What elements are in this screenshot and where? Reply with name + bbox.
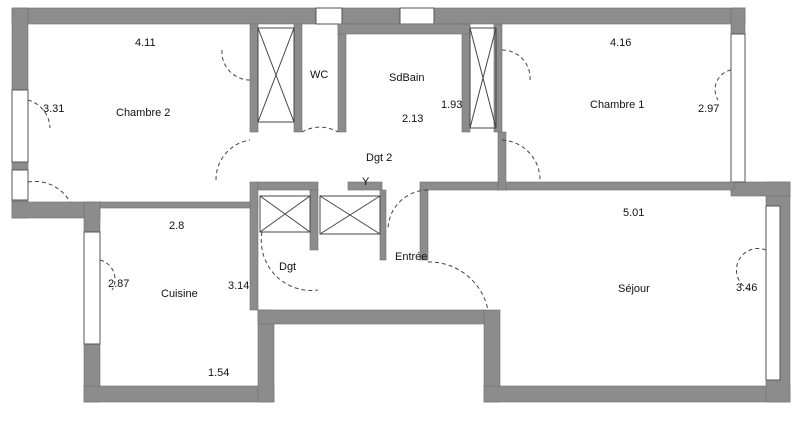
windows [11, 7, 781, 381]
door-swings [27, 49, 767, 311]
sejour-label: Séjour [618, 283, 650, 295]
sejour-width: 5.01 [623, 207, 644, 219]
chambre1-label: Chambre 1 [590, 99, 644, 111]
interior-walls [99, 23, 735, 311]
cuisine-bottom: 1.54 [208, 367, 229, 379]
sdbain-width: 1.93 [441, 99, 462, 111]
dgt2-label: Dgt 2 [366, 152, 392, 164]
cuisine-label: Cuisine [161, 288, 198, 300]
sdbain-label: SdBain [389, 72, 424, 84]
entree-label: Entrée [395, 251, 427, 263]
chambre2-width: 4.11 [135, 37, 156, 49]
wc-label: WC [310, 69, 328, 81]
dgt-label: Dgt [279, 261, 296, 273]
sejour-depth: 3.46 [736, 282, 757, 294]
labels: 4.11 Chambre 2 3.31 WC SdBain 1.93 2.13 … [43, 37, 757, 379]
closets [257, 27, 497, 235]
chambre2-label: Chambre 2 [116, 107, 170, 119]
cuisine-depth-right: 3.14 [228, 280, 249, 292]
cuisine-width: 2.8 [169, 220, 184, 232]
chambre1-width: 4.16 [610, 37, 631, 49]
chambre1-depth: 2.97 [698, 103, 719, 115]
chambre2-depth: 3.31 [43, 103, 64, 115]
sdbain-depth: 2.13 [402, 113, 423, 125]
cuisine-depth-left: 2.87 [108, 278, 129, 290]
dgt2-mark: Y [362, 176, 370, 188]
